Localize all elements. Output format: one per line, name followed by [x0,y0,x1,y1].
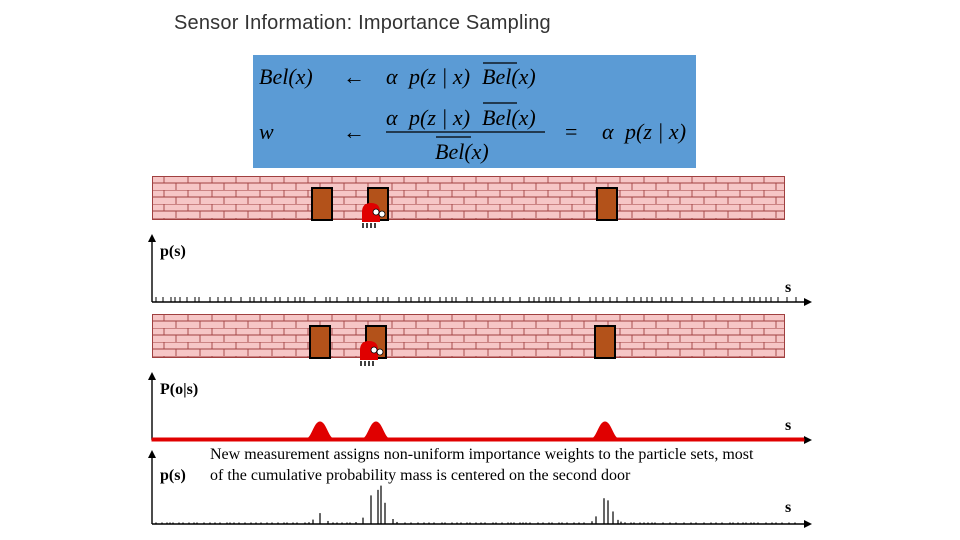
likelihood-curve [151,421,805,442]
prior-plot: p(s) s [148,234,812,306]
formula-line1-arrow: ← [343,64,365,89]
posterior-x-arrow [804,520,812,528]
formula-line2-arrow: ← [343,119,365,144]
prior-xlabel: s [785,279,791,296]
formula-box: Bel(x) ← α p(z | x) Bel(x) w ← α p(z | x… [253,55,696,168]
formula-line2-num-alpha: α [386,105,398,130]
formula-line2-num-p: p(z | x) [407,105,470,130]
formula-line1-lhs: Bel(x) [259,64,313,89]
corridor-wall-top [152,176,785,228]
door-3 [596,187,618,221]
formula-line1-bel-bar: Bel(x) [482,64,536,89]
posterior-plot: p(s) s [148,450,812,528]
prior-y-arrow [148,234,156,242]
prior-ylabel: p(s) [160,243,186,260]
formula-line2-equals: = [565,119,577,144]
formula-line2-num-bel: Bel(x) [482,105,536,130]
slide-title: Sensor Information: Importance Sampling [174,12,551,34]
posterior-xlabel: s [785,499,791,516]
formula-line1-p: p(z | x) [407,64,470,89]
likelihood-y-arrow [148,372,156,380]
posterior-ylabel: p(s) [160,467,186,484]
formula-line2-rhs-p: p(z | x) [623,119,686,144]
posterior-y-arrow [148,450,156,458]
posterior-particles [155,485,796,524]
prior-particles [155,297,797,302]
likelihood-x-arrow [804,436,812,444]
likelihood-ylabel: P(o|s) [160,381,198,398]
formula-line2-lhs: w [259,119,274,144]
formula-line2-den-bel: Bel(x) [435,139,489,164]
formula-line2-rhs-alpha: α [602,119,614,144]
robot-icon [360,341,384,366]
door-1 [309,325,331,359]
prior-x-arrow [804,298,812,306]
door-3 [594,325,616,359]
door-1 [311,187,333,221]
robot-icon [362,203,386,228]
caption-text: New measurement assigns non-uniform impo… [210,446,754,484]
formula-line1-alpha: α [386,64,398,89]
likelihood-plot: P(o|s) s [148,372,812,444]
corridor-wall-middle [152,314,785,366]
likelihood-xlabel: s [785,417,791,434]
